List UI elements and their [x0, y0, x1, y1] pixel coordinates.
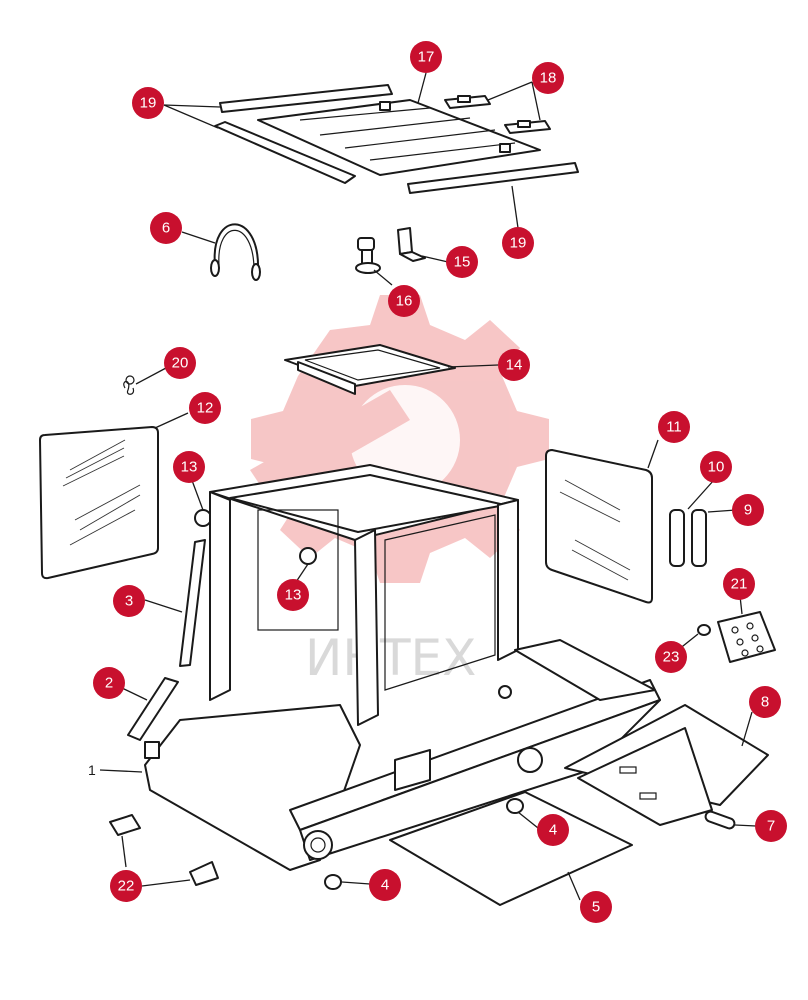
- svg-text:19: 19: [510, 235, 527, 252]
- svg-text:21: 21: [731, 576, 748, 593]
- svg-text:20: 20: [172, 355, 189, 372]
- side-strip-part: [179, 539, 206, 667]
- svg-text:10: 10: [708, 459, 725, 476]
- callout-19: 19: [132, 87, 164, 119]
- svg-text:13: 13: [285, 587, 302, 604]
- callout-18: 18: [532, 62, 564, 94]
- callout-20: 20: [164, 347, 196, 379]
- svg-text:22: 22: [118, 878, 135, 895]
- roof-tray-part: [284, 344, 456, 395]
- callout-17: 17: [410, 41, 442, 73]
- watermark-text: ИНТЕХ: [305, 629, 476, 687]
- callout-5: 5: [580, 891, 612, 923]
- callout-12: 12: [189, 392, 221, 424]
- plug-part-23: [697, 624, 711, 636]
- svg-text:17: 17: [418, 49, 435, 66]
- callout-10: 10: [700, 451, 732, 483]
- svg-text:16: 16: [396, 293, 413, 310]
- switch-plate-part: [717, 611, 776, 663]
- callout-22: 22: [110, 870, 142, 902]
- callout-8: 8: [749, 686, 781, 718]
- grab-strap-part: [210, 223, 261, 281]
- clip-part-22: [109, 814, 219, 886]
- plug-part-4: [324, 798, 524, 890]
- svg-text:5: 5: [592, 899, 600, 916]
- svg-text:15: 15: [454, 254, 471, 271]
- callout-4: 4: [369, 869, 401, 901]
- callout-13: 13: [277, 579, 309, 611]
- callout-21: 21: [723, 568, 755, 600]
- svg-text:4: 4: [381, 877, 389, 894]
- callout-11: 11: [658, 411, 690, 443]
- svg-text:2: 2: [105, 675, 113, 692]
- callout-15: 15: [446, 246, 478, 278]
- bumper-part-13: [194, 509, 317, 565]
- spring-clip-part: [123, 375, 135, 395]
- callout-9: 9: [732, 494, 764, 526]
- roof-grille-part: [257, 99, 541, 176]
- floor-plate-part: [564, 704, 769, 826]
- callout-14: 14: [498, 349, 530, 381]
- callout-4: 4: [537, 814, 569, 846]
- bracket-part: [397, 227, 426, 262]
- bottom-plate-part: [389, 791, 633, 906]
- svg-text:6: 6: [162, 220, 170, 237]
- callout-2: 2: [93, 667, 125, 699]
- leader-lines: [99, 72, 757, 901]
- latch-part: [355, 237, 381, 274]
- svg-text:7: 7: [767, 818, 775, 835]
- tube-part-9: [691, 509, 707, 567]
- left-window-glass: [39, 426, 159, 580]
- svg-text:19: 19: [140, 95, 157, 112]
- callout-13: 13: [173, 451, 205, 483]
- svg-text:23: 23: [663, 649, 680, 666]
- svg-text:13: 13: [181, 459, 198, 476]
- svg-text:9: 9: [744, 502, 752, 519]
- svg-text:14: 14: [506, 357, 523, 374]
- svg-text:4: 4: [549, 822, 557, 839]
- trim-strip-part: [214, 84, 579, 194]
- callout-3: 3: [113, 585, 145, 617]
- clip-part-7: [704, 810, 736, 830]
- svg-text:8: 8: [761, 694, 769, 711]
- hinge-plate-part: [127, 677, 179, 741]
- callout-19: 19: [502, 227, 534, 259]
- svg-text:3: 3: [125, 593, 133, 610]
- callout-23: 23: [655, 641, 687, 673]
- tube-part-10: [669, 509, 685, 567]
- callout-6: 6: [150, 212, 182, 244]
- callout-16: 16: [388, 285, 420, 317]
- right-window-glass: [545, 449, 653, 604]
- svg-text:12: 12: [197, 400, 214, 417]
- svg-text:11: 11: [666, 419, 682, 436]
- callout-7: 7: [755, 810, 787, 842]
- roof-clip-part: [444, 95, 551, 134]
- cab-frame-part: [144, 464, 661, 871]
- svg-text:18: 18: [540, 70, 557, 87]
- part-label-1: 1: [88, 762, 96, 778]
